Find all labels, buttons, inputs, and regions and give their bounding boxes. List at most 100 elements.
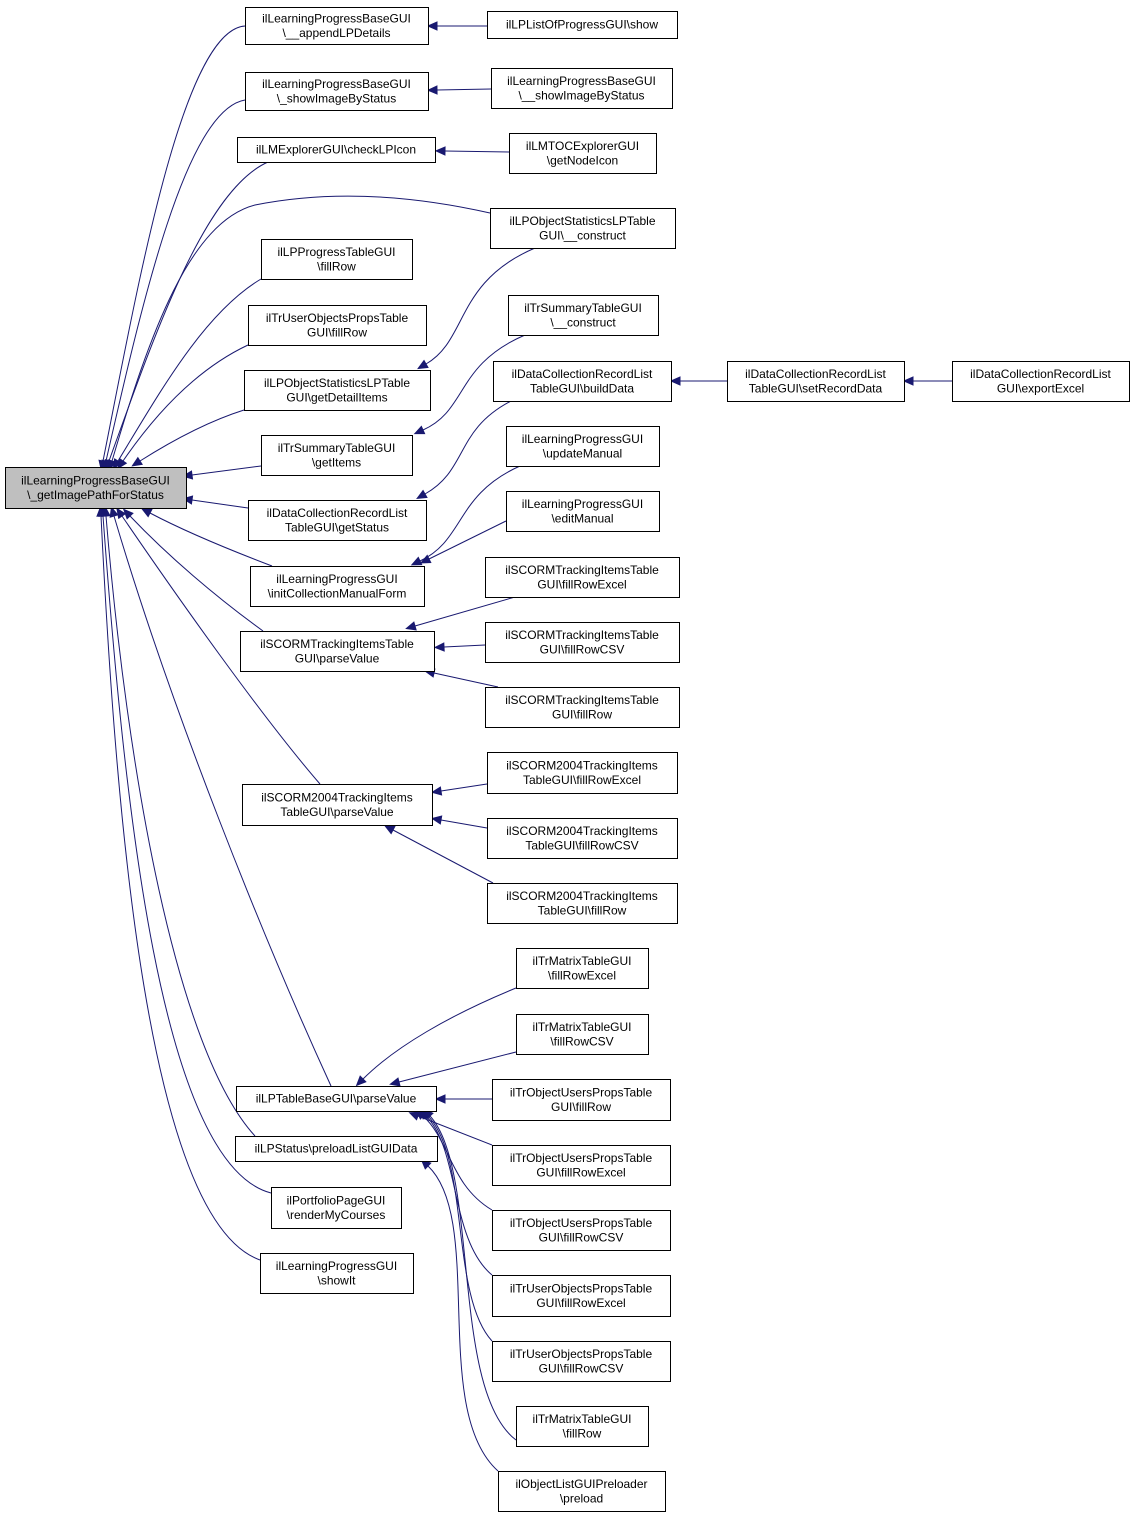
node-scorm04-excel[interactable]: ilSCORM2004TrackingItemsTableGUI\fillRow… — [487, 752, 678, 794]
node-box — [236, 1086, 437, 1112]
node-lpos-detail[interactable]: ilLPObjectStatisticsLPTableGUI\getDetail… — [244, 370, 431, 411]
edge-dcr_build-to-dcr_getstatus — [416, 400, 512, 499]
node-lpg-initform[interactable]: ilLearningProgressGUI\initCollectionManu… — [250, 566, 425, 607]
node-box — [493, 361, 672, 402]
node-label: ilTrSummaryTableGUI — [278, 441, 396, 455]
node-lpg-showit[interactable]: ilLearningProgressGUI\showIt — [260, 1253, 414, 1294]
edge-line — [113, 515, 332, 1087]
arrowhead-icon — [383, 825, 396, 835]
node-label: ilSCORMTrackingItemsTable — [260, 637, 414, 651]
arrowhead-icon — [109, 506, 119, 518]
node-box — [261, 435, 413, 476]
node-trs-construct[interactable]: ilTrSummaryTableGUI\__construct — [508, 295, 659, 336]
node-label: TableGUI\fillRowExcel — [523, 773, 641, 787]
node-lpg-edit[interactable]: ilLearningProgressGUI\editManual — [506, 491, 660, 532]
edge-lpb_showimg2-to-lpb_showimg — [426, 85, 492, 95]
node-truo-excel[interactable]: ilTrUserObjectsPropsTableGUI\fillRowExce… — [492, 1275, 671, 1317]
node-scorm04-csv[interactable]: ilSCORM2004TrackingItemsTableGUI\fillRow… — [487, 818, 678, 859]
edge-lpg_edit-to-lpg_initform — [419, 520, 507, 564]
arrowhead-icon — [96, 505, 106, 517]
node-box — [237, 137, 436, 163]
edge-lmtoc-to-lme_check — [434, 146, 510, 156]
node-label: ilTrObjectUsersPropsTable — [510, 1085, 653, 1099]
node-label: \__appendLPDetails — [282, 26, 390, 40]
edge-line — [102, 25, 246, 462]
edge-line — [427, 1165, 499, 1472]
arrowhead-icon — [355, 1075, 367, 1087]
node-label: \showIt — [317, 1273, 356, 1287]
node-lps-preload[interactable]: ilLPStatus\preloadListGUIData — [235, 1136, 438, 1162]
edge-lpos_construct-to-lpos_detail — [417, 247, 536, 370]
edge-line — [443, 644, 486, 648]
node-lpb-showimg2[interactable]: ilLearningProgressBaseGUI\__showImageByS… — [491, 68, 673, 109]
node-box — [244, 370, 431, 411]
node-box — [492, 1341, 671, 1382]
node-lplist-show[interactable]: ilLPListOfProgressGUI\show — [487, 11, 678, 39]
edge-lpos_detail-to-root — [131, 409, 245, 467]
node-dcr-export[interactable]: ilDataCollectionRecordListGUI\exportExce… — [952, 361, 1130, 402]
node-lpos-construct[interactable]: ilLPObjectStatisticsLPTableGUI\__constru… — [490, 208, 676, 249]
node-label: ilLearningProgressBaseGUI — [21, 473, 170, 487]
arrowhead-icon — [434, 146, 446, 156]
node-scorm-excel[interactable]: ilSCORMTrackingItemsTableGUI\fillRowExce… — [485, 557, 680, 598]
node-label: \updateManual — [543, 446, 622, 460]
node-trm-csv[interactable]: ilTrMatrixTableGUI\fillRowCSV — [516, 1014, 649, 1055]
edge-truop_fillrow-to-root — [117, 344, 249, 470]
node-olgp-preload[interactable]: ilObjectListGUIPreloader\preload — [498, 1471, 666, 1512]
node-label: ilDataCollectionRecordList — [512, 367, 653, 381]
edge-lpp_fillrow-to-root — [112, 278, 262, 470]
arrowhead-icon — [669, 376, 681, 386]
node-box — [250, 566, 425, 607]
arrowhead-icon — [430, 815, 443, 825]
node-label: ilTrObjectUsersPropsTable — [510, 1151, 653, 1165]
edge-line — [428, 520, 507, 560]
node-dcr-build[interactable]: ilDataCollectionRecordListTableGUI\build… — [493, 361, 672, 402]
node-lptb-parse[interactable]: ilLPTableBaseGUI\parseValue — [236, 1086, 437, 1112]
node-root[interactable]: ilLearningProgressBaseGUI\_getImagePathF… — [5, 467, 187, 509]
node-lpg-update[interactable]: ilLearningProgressGUI\updateManual — [506, 426, 660, 467]
edge-lptb_parse-to-root — [109, 506, 332, 1087]
edge-line — [419, 465, 521, 562]
node-portfolio[interactable]: ilPortfolioPageGUI\renderMyCourses — [271, 1187, 402, 1229]
arrowhead-icon — [434, 1094, 446, 1104]
node-trm-row[interactable]: ilTrMatrixTableGUI\fillRow — [516, 1406, 649, 1447]
node-scorm04-parse[interactable]: ilSCORM2004TrackingItemsTableGUI\parseVa… — [242, 784, 433, 826]
node-lpp-fillrow[interactable]: ilLPProgressTableGUI\fillRow — [261, 239, 413, 280]
node-trm-excel[interactable]: ilTrMatrixTableGUI\fillRowExcel — [516, 948, 649, 989]
arrowhead-icon — [116, 507, 127, 520]
node-label: GUI\fillRowExcel — [536, 1296, 625, 1310]
node-label: ilLearningProgressGUI — [276, 1259, 397, 1273]
node-label: ilLMTOCExplorerGUI — [526, 139, 639, 153]
node-dcr-setrec[interactable]: ilDataCollectionRecordListTableGUI\setRe… — [727, 361, 905, 402]
node-trs-getitems[interactable]: ilTrSummaryTableGUI\getItems — [261, 435, 413, 476]
edge-lpg_showit-to-root — [96, 505, 261, 1261]
edges-layer — [96, 21, 952, 1472]
node-lmtoc[interactable]: ilLMTOCExplorerGUI\getNodeIcon — [509, 133, 657, 174]
node-label: ilSCORMTrackingItemsTable — [505, 693, 659, 707]
edge-line — [427, 1115, 493, 1342]
arrowhead-icon — [426, 21, 438, 31]
node-label: ilTrObjectUsersPropsTable — [510, 1216, 653, 1230]
node-label: ilLearningProgressGUI — [276, 572, 397, 586]
edge-line — [422, 334, 526, 431]
edge-scorm04_excel-to-scorm04_parse — [430, 783, 488, 796]
node-trou-excel[interactable]: ilTrObjectUsersPropsTableGUI\fillRowExce… — [492, 1145, 671, 1186]
node-box — [487, 883, 678, 924]
node-lme-check[interactable]: ilLMExplorerGUI\checkLPIcon — [237, 137, 436, 163]
edge-line — [362, 987, 517, 1080]
node-lpb-showimg[interactable]: ilLearningProgressBaseGUI\_showImageBySt… — [245, 72, 429, 111]
edge-lpb_showimg-to-root — [101, 99, 246, 471]
node-dcr-getstatus[interactable]: ilDataCollectionRecordListTableGUI\getSt… — [248, 500, 427, 541]
node-label: GUI\fillRowCSV — [539, 1230, 624, 1244]
node-label: \_showImageByStatus — [277, 91, 396, 105]
node-label: ilPortfolioPageGUI — [287, 1193, 386, 1207]
node-lpb-append[interactable]: ilLearningProgressBaseGUI\__appendLPDeta… — [245, 7, 429, 45]
